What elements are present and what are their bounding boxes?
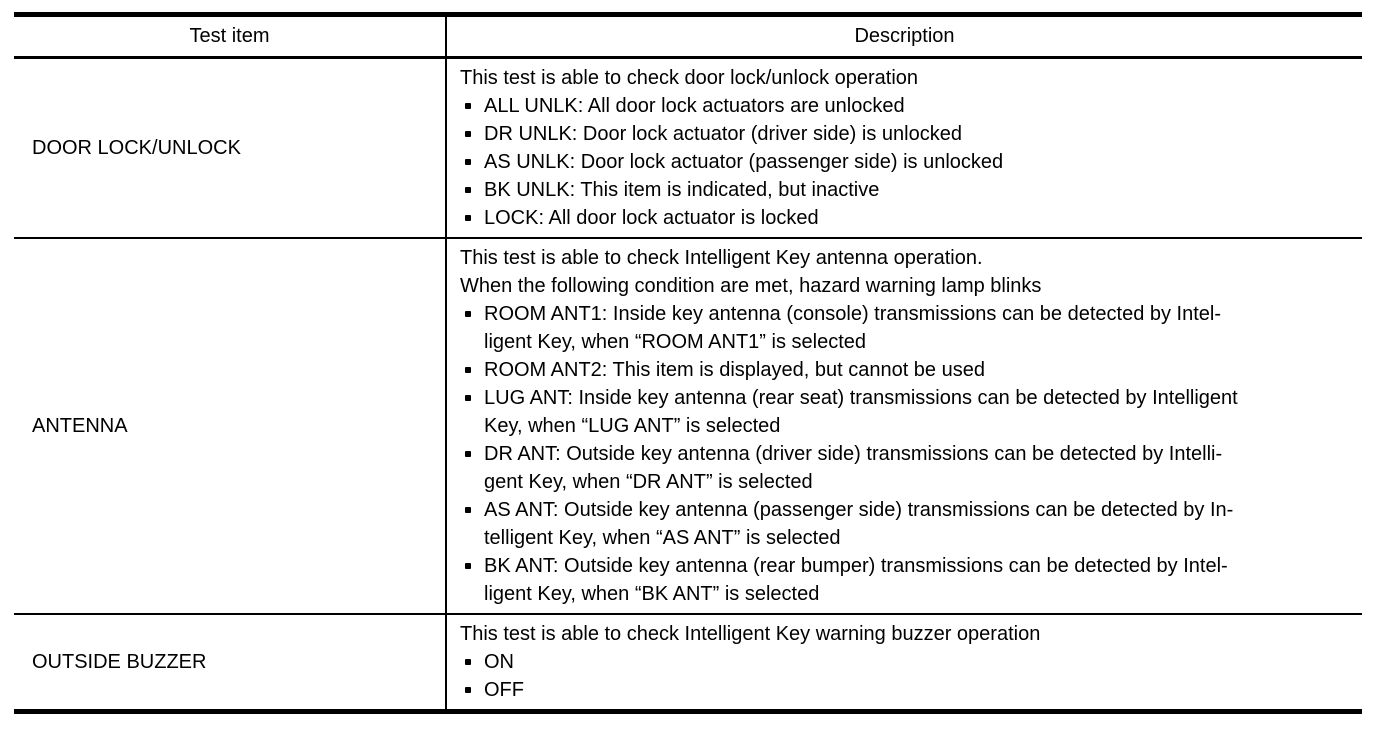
bullet-line: AS ANT: Outside key antenna (passenger s… <box>484 499 1234 521</box>
bullet-line: DR ANT: Outside key antenna (driver side… <box>484 443 1223 465</box>
bullet-line: DR UNLK: Door lock actuator (driver side… <box>484 123 962 145</box>
bullet-line: BK UNLK: This item is indicated, but ina… <box>484 179 880 201</box>
description-cell: This test is able to check Intelligent K… <box>446 237 1362 614</box>
bullet-item: OFF <box>460 676 1356 704</box>
bullet-text: ROOM ANT2: This item is displayed, but c… <box>484 356 1356 384</box>
bullet-text: ON <box>484 648 1356 676</box>
bullet-icon <box>465 311 471 317</box>
bullet-text: ROOM ANT1: Inside key antenna (console) … <box>484 300 1356 356</box>
description-intro-line: This test is able to check Intelligent K… <box>460 623 1041 645</box>
column-header-description: Description <box>446 14 1362 59</box>
bullet-item: DR UNLK: Door lock actuator (driver side… <box>460 120 1356 148</box>
bullet-item: AS UNLK: Door lock actuator (passenger s… <box>460 148 1356 176</box>
bullet-line: LOCK: All door lock actuator is locked <box>484 207 819 229</box>
bullet-icon <box>465 131 471 137</box>
bullet-text: DR UNLK: Door lock actuator (driver side… <box>484 120 1356 148</box>
bullet-text: ALL UNLK: All door lock actuators are un… <box>484 92 1356 120</box>
bullet-line: ligent Key, when “ROOM ANT1” is selected <box>484 331 866 353</box>
bullet-item: BK ANT: Outside key antenna (rear bumper… <box>460 552 1356 608</box>
column-header-test-item: Test item <box>14 14 447 59</box>
test-item-cell: OUTSIDE BUZZER <box>14 613 447 712</box>
bullet-item: LOCK: All door lock actuator is locked <box>460 204 1356 232</box>
bullet-text: DR ANT: Outside key antenna (driver side… <box>484 440 1356 496</box>
test-item-cell: DOOR LOCK/UNLOCK <box>14 56 447 238</box>
bullet-line: Key, when “LUG ANT” is selected <box>484 415 781 437</box>
bullet-line: OFF <box>484 679 524 701</box>
bullet-line: AS UNLK: Door lock actuator (passenger s… <box>484 151 1004 173</box>
bullet-item: DR ANT: Outside key antenna (driver side… <box>460 440 1356 496</box>
bullet-line: telligent Key, when “AS ANT” is selected <box>484 527 841 549</box>
description-cell: This test is able to check door lock/unl… <box>446 56 1362 238</box>
bullet-icon <box>465 395 471 401</box>
bullet-item: BK UNLK: This item is indicated, but ina… <box>460 176 1356 204</box>
table-row: OUTSIDE BUZZER This test is able to check… <box>14 613 1362 712</box>
bullet-line: ROOM ANT2: This item is displayed, but c… <box>484 359 985 381</box>
bullet-icon <box>465 187 471 193</box>
bullet-item: LUG ANT: Inside key antenna (rear seat) … <box>460 384 1356 440</box>
description-intro-line: This test is able to check Intelligent K… <box>460 247 983 269</box>
table-body: DOOR LOCK/UNLOCK This test is able to che… <box>14 56 1362 712</box>
bullet-line: ligent Key, when “BK ANT” is selected <box>484 583 820 605</box>
bullet-icon <box>465 451 471 457</box>
header-row: Test item Description <box>14 14 1362 59</box>
bullet-icon <box>465 563 471 569</box>
table-row: ANTENNA This test is able to check Intell… <box>14 237 1362 614</box>
table-header: Test item Description <box>14 14 1362 59</box>
description-intro-line: This test is able to check door lock/unl… <box>460 67 919 89</box>
table-container: Test item Description DOOR LOCK/UNLOCK Th… <box>14 12 1362 714</box>
bullet-line: BK ANT: Outside key antenna (rear bumper… <box>484 555 1228 577</box>
test-description-table: Test item Description DOOR LOCK/UNLOCK Th… <box>14 12 1362 714</box>
bullet-text: LOCK: All door lock actuator is locked <box>484 204 1356 232</box>
bullet-line: ALL UNLK: All door lock actuators are un… <box>484 95 905 117</box>
bullet-icon <box>465 507 471 513</box>
bullet-icon <box>465 215 471 221</box>
bullet-icon <box>465 687 471 693</box>
bullet-item: ALL UNLK: All door lock actuators are un… <box>460 92 1356 120</box>
bullet-text: AS UNLK: Door lock actuator (passenger s… <box>484 148 1356 176</box>
bullet-line: ROOM ANT1: Inside key antenna (console) … <box>484 303 1222 325</box>
bullet-line: LUG ANT: Inside key antenna (rear seat) … <box>484 387 1238 409</box>
table-row: DOOR LOCK/UNLOCK This test is able to che… <box>14 56 1362 238</box>
test-item-cell: ANTENNA <box>14 237 447 614</box>
bullet-text: BK ANT: Outside key antenna (rear bumper… <box>484 552 1356 608</box>
bullet-text: LUG ANT: Inside key antenna (rear seat) … <box>484 384 1356 440</box>
bullet-line: gent Key, when “DR ANT” is selected <box>484 471 813 493</box>
bullet-item: AS ANT: Outside key antenna (passenger s… <box>460 496 1356 552</box>
bullet-item: ON <box>460 648 1356 676</box>
bullet-line: ON <box>484 651 514 673</box>
bullet-icon <box>465 103 471 109</box>
bullet-text: OFF <box>484 676 1356 704</box>
bullet-item: ROOM ANT1: Inside key antenna (console) … <box>460 300 1356 356</box>
description-cell: This test is able to check Intelligent K… <box>446 613 1362 712</box>
bullet-icon <box>465 659 471 665</box>
bullet-icon <box>465 159 471 165</box>
bullet-icon <box>465 367 471 373</box>
bullet-text: BK UNLK: This item is indicated, but ina… <box>484 176 1356 204</box>
description-intro-line: When the following condition are met, ha… <box>460 275 1042 297</box>
bullet-text: AS ANT: Outside key antenna (passenger s… <box>484 496 1356 552</box>
bullet-item: ROOM ANT2: This item is displayed, but c… <box>460 356 1356 384</box>
